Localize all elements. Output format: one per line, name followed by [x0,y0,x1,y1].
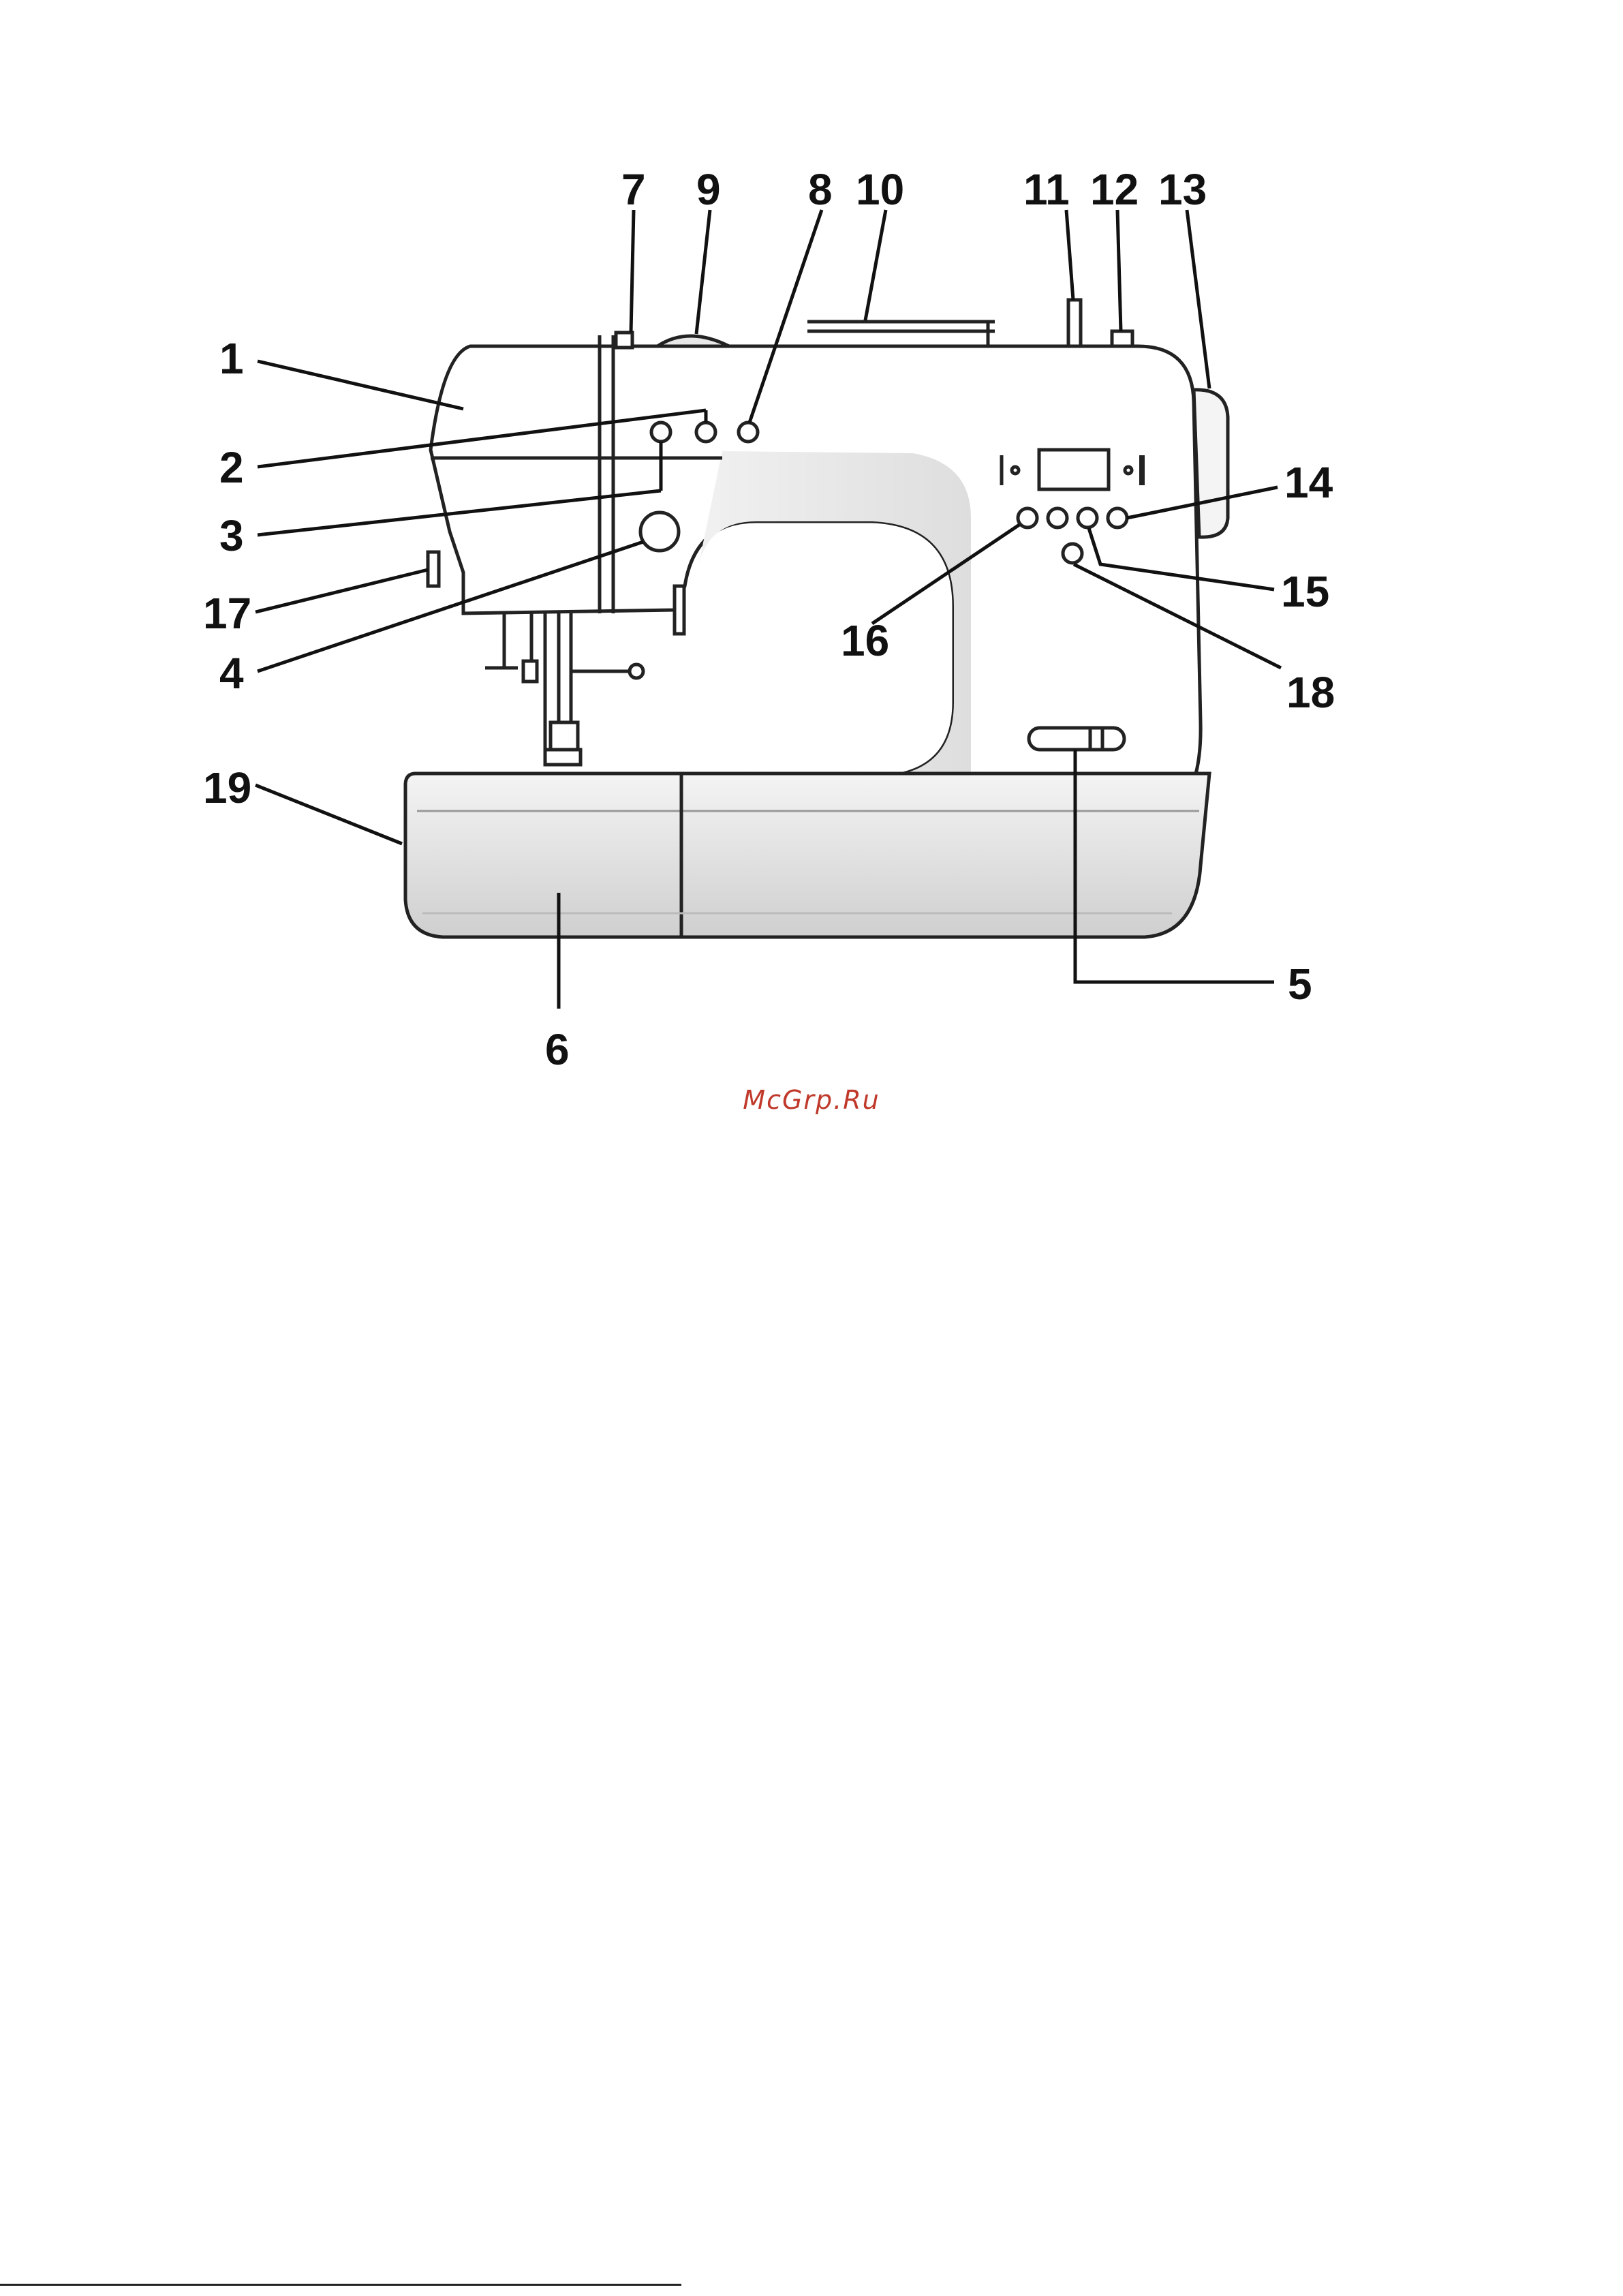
machine-drawing [405,300,1228,937]
needle-up-dot [1012,467,1019,474]
label-8: 8 [808,165,833,214]
label-15: 15 [1281,567,1329,616]
leader-13 [1187,210,1209,388]
leader-10 [865,210,886,320]
panel-button-5 [1063,544,1082,563]
lcd-display [1039,450,1109,489]
label-17: 17 [203,589,251,638]
label-19: 19 [203,763,251,812]
leader-1 [258,361,463,409]
label-4: 4 [219,649,244,698]
reverse-lever [428,552,439,586]
panel-button-1 [1018,508,1037,527]
label-7: 7 [621,165,646,214]
leader-17 [256,570,428,612]
label-5: 5 [1288,960,1312,1009]
panel-button-2 [1048,508,1067,527]
speed-slider [1029,728,1124,750]
take-up-lever [616,333,632,348]
tension-dial [658,336,729,346]
label-1: 1 [219,334,244,383]
label-14: 14 [1284,458,1333,507]
label-11: 11 [1023,165,1070,214]
panel-button-3 [1078,508,1097,527]
label-3: 3 [219,511,244,560]
label-12: 12 [1090,165,1139,214]
leader-7 [631,210,634,333]
leader-9 [696,210,710,334]
bobbin-winder-spindle [1068,300,1081,346]
leader-12 [1117,210,1121,331]
label-18: 18 [1286,668,1335,717]
panel-button-4 [1108,508,1127,527]
leader-19 [256,785,402,844]
head-button-b [739,423,758,442]
label-9: 9 [696,165,721,214]
thread-guide-bar [675,586,684,634]
label-6: 6 [545,1025,570,1074]
label-2: 2 [219,443,244,492]
watermark-text: McGrp.Ru [0,1085,1623,1115]
label-13: 13 [1158,165,1207,214]
footer-rule [0,2284,681,2286]
arm-shading [681,451,971,814]
presser-foot-assembly [485,613,643,765]
label-16: 16 [841,616,889,665]
head-button-large [640,512,679,551]
label-10: 10 [856,165,904,214]
bobbin-winder-stopper [1112,331,1132,346]
leader-11 [1066,210,1073,300]
needle-down-dot [1125,467,1132,474]
head-button-c [651,423,670,442]
handwheel [1194,390,1228,537]
head-button-a [696,423,715,442]
